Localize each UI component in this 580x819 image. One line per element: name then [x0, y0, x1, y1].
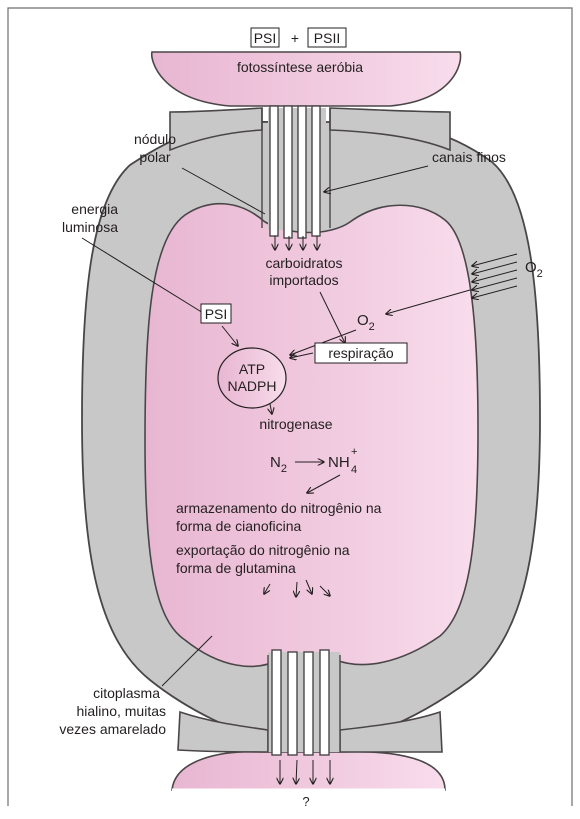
- storage-line1: armazenamento do nitrogênio na: [176, 500, 382, 516]
- top-psii-label: PSII: [314, 30, 340, 46]
- aerobic-photosynthesis-caption: fotossíntese aeróbia: [237, 59, 363, 75]
- cytoplasm-label-line3: vezes amarelado: [59, 721, 166, 737]
- inner-psi-label: PSI: [205, 306, 228, 322]
- plus-sign: +: [291, 30, 299, 46]
- nitrogenase-label: nitrogenase: [259, 416, 332, 432]
- polar-nodule-bottom: [268, 650, 340, 755]
- export-line1: exportação do nitrogênio na: [176, 542, 350, 558]
- imported-carbohydrates-line1: carboidratos: [265, 255, 342, 271]
- nadph-label: NADPH: [227, 378, 276, 394]
- respiration-label: respiração: [328, 345, 394, 361]
- nh4-label: NH: [328, 454, 350, 471]
- cytoplasm-label-line1: citoplasma: [93, 685, 160, 701]
- lower-neighbor-cell: [172, 752, 445, 790]
- polar-nodule-label-line2: polar: [139, 149, 170, 165]
- polar-nodule-top: [262, 106, 330, 238]
- export-line2: forma de glutamina: [176, 560, 296, 576]
- light-energy-label-line1: energia: [71, 201, 118, 217]
- nh4-superscript: +: [351, 446, 357, 458]
- nh4-subscript: 4: [351, 464, 357, 476]
- storage-line2: forma de cianoficina: [176, 518, 302, 534]
- imported-carbohydrates-line2: importados: [269, 272, 338, 288]
- atp-label: ATP: [239, 361, 265, 377]
- top-psi-label: PSI: [254, 30, 277, 46]
- polar-nodule-label-line1: nódulo: [134, 131, 176, 147]
- unknown-fate-question: ?: [302, 794, 309, 809]
- cytoplasm-label-line2: hialino, muitas: [77, 703, 167, 719]
- light-energy-label-line2: luminosa: [62, 219, 118, 235]
- fine-channels-label: canais finos: [432, 149, 506, 165]
